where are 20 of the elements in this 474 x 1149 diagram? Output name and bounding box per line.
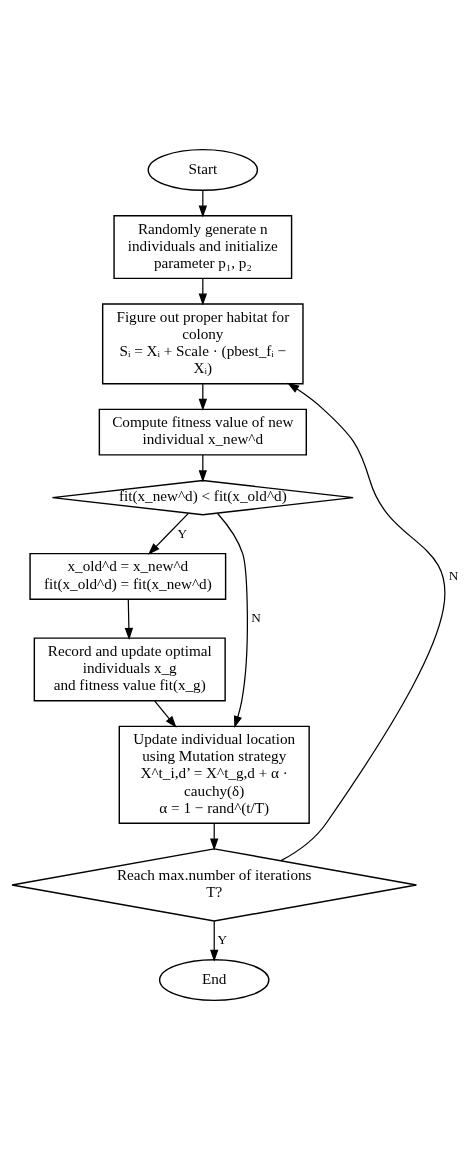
node-diamond: Reach max.number of iterations T? bbox=[11, 847, 418, 922]
node-box: Randomly generate n individuals and initialize parameter p₁, p₂ bbox=[113, 214, 293, 279]
arrow bbox=[148, 512, 189, 555]
arrow bbox=[154, 699, 177, 728]
edge-label: N bbox=[448, 567, 459, 583]
node-ellipse: End bbox=[158, 958, 270, 1001]
node-diamond: fit(x_new^d) < fit(x_old^d) bbox=[51, 479, 354, 515]
node-box: Update individual location using Mutation strategy X^t_i,d’ = X^t_g,d + α · cauchy(δ) α = 1 − rand^(t/T) bbox=[118, 725, 310, 824]
node-box: Record and update optimal individuals x_g and fitness value fit(x_g) bbox=[33, 636, 226, 701]
node-box: x_old^d = x_new^d fit(x_old^d) = fit(x_new^d) bbox=[29, 552, 227, 600]
arrow bbox=[124, 598, 134, 640]
edge-label: N bbox=[251, 609, 261, 625]
edge-label: Y bbox=[177, 525, 188, 541]
node-box: Compute fitness value of new individual x_new^d bbox=[98, 408, 307, 456]
node-box: Figure out proper habitat for colony Sᵢ = Xᵢ + Scale · (pbest_fᵢ − Xᵢ) bbox=[101, 302, 304, 384]
arrow bbox=[280, 382, 446, 861]
edge-label: Y bbox=[217, 931, 228, 947]
arrow bbox=[217, 512, 248, 728]
node-ellipse: Start bbox=[147, 148, 259, 191]
arrow bbox=[210, 920, 219, 962]
